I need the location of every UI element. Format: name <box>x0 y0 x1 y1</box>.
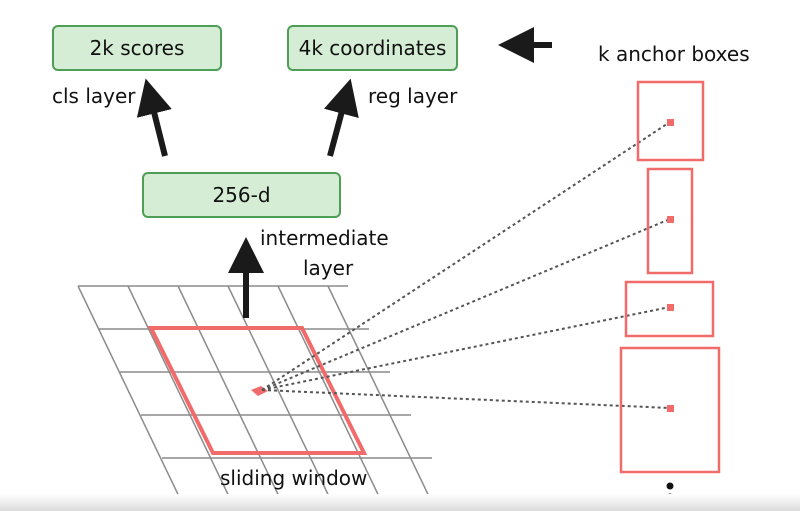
coordinates-box: 4k coordinates <box>287 25 458 71</box>
intermediate-label: intermediate <box>260 226 389 250</box>
sliding-window-label: sliding window <box>220 466 368 490</box>
arrow-to-reg <box>323 78 359 157</box>
anchor-box <box>646 167 694 275</box>
reg-layer-label: reg layer <box>368 84 458 108</box>
sliding-window-center <box>251 386 268 396</box>
arrow-to-cls <box>136 78 172 157</box>
cls-layer-label: cls layer <box>52 84 136 108</box>
anchor-boxes-label: k anchor boxes <box>598 42 750 66</box>
anchor-box <box>636 80 705 162</box>
bottom-fade <box>0 494 800 511</box>
sliding-window-frame <box>147 326 368 455</box>
anchor-box <box>624 280 715 338</box>
anchor-centers <box>667 119 674 412</box>
intermediate-layer-label: layer <box>303 256 354 280</box>
anchor-boxes <box>619 80 721 474</box>
flow-arrows <box>136 27 552 318</box>
scores-box: 2k scores <box>52 25 222 71</box>
anchor-connectors <box>261 121 671 409</box>
anchor-box <box>619 346 721 474</box>
hidden-256d-box: 256-d <box>142 172 341 218</box>
